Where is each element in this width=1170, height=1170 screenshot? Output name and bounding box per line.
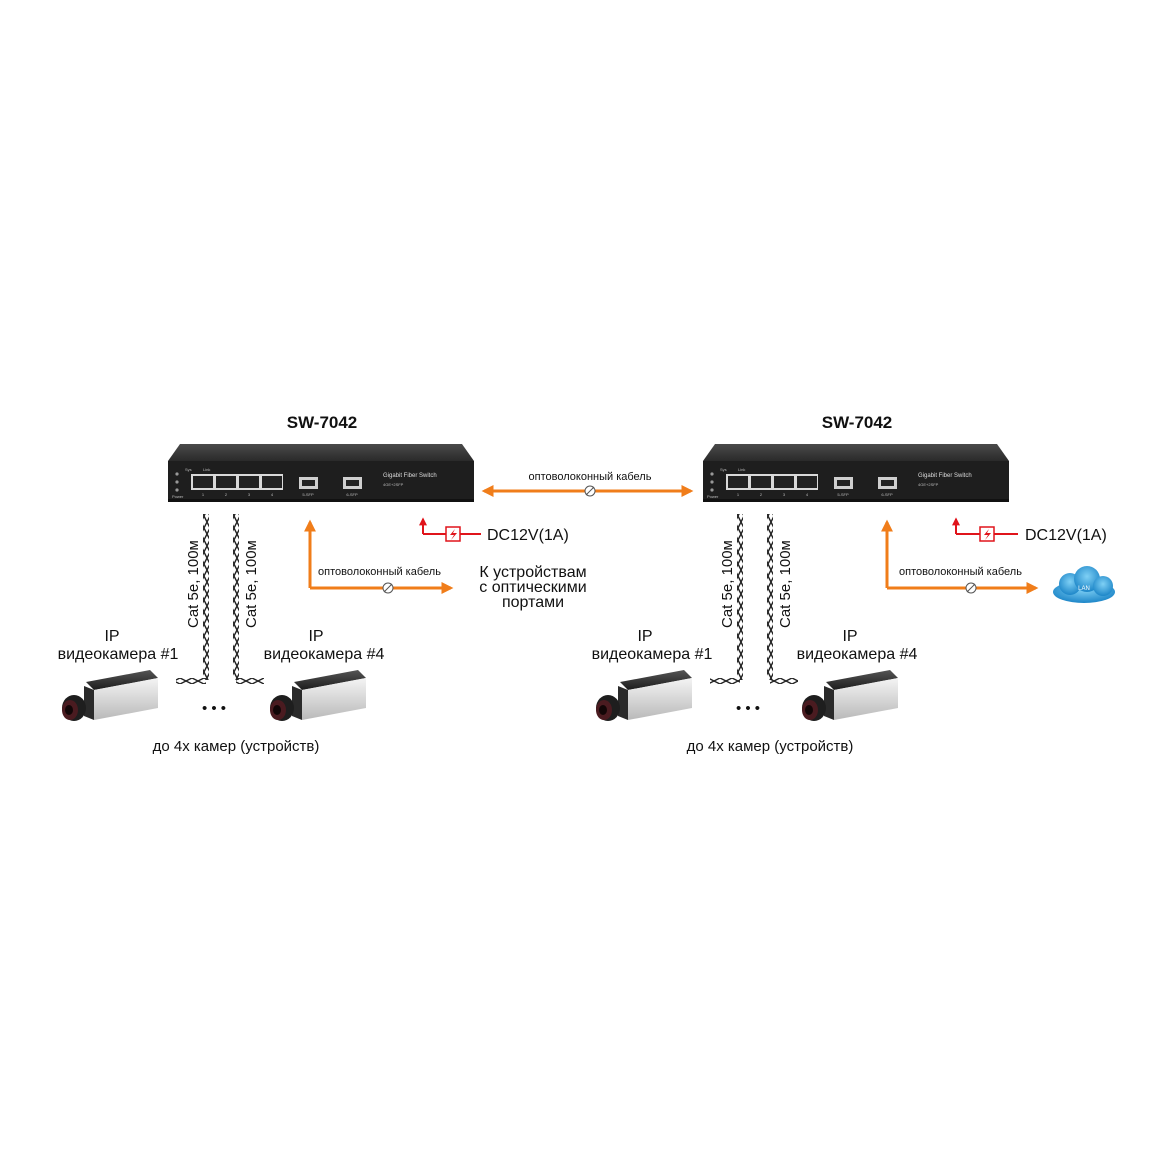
fiber-label: оптоволоконный кабель (318, 566, 441, 578)
camera-label-4: IP (842, 628, 857, 645)
led-link-label: Link (738, 467, 745, 472)
led-sys-label: Sys (185, 467, 192, 472)
switch-right: SW-7042 Sys Link Power 1 2 3 4 5-SFP 6-S… (703, 413, 1009, 502)
twisted-pair-cable (737, 514, 743, 680)
panel-subtitle: 4GE+2SFP (383, 482, 404, 487)
switch-top (168, 444, 474, 461)
fiber-right-to-lan: оптоволоконный кабель LAN (881, 519, 1115, 603)
cable-label: Cat 5e, 100м (243, 540, 260, 628)
power-label: DC12V(1A) (487, 527, 569, 544)
port-number: 1 (737, 492, 740, 497)
rj45-ports: 1 2 3 4 (191, 474, 283, 497)
led-sys-label: Sys (720, 467, 727, 472)
rj45-port (193, 476, 213, 488)
cable-label: Cat 5e, 100м (719, 540, 736, 628)
camera-caption: до 4х камер (устройств) (687, 738, 854, 755)
port-number: 3 (783, 492, 786, 497)
destination-line-1: К устройствам (479, 564, 586, 581)
led-power-label: Power (172, 494, 184, 499)
panel-title: Gigabit Fiber Switch (918, 473, 972, 479)
fiber-link-between-switches: оптоволоконный кабель (481, 471, 694, 497)
port-number: 4 (271, 492, 274, 497)
ip-camera-icon (62, 670, 158, 721)
cable-label: Cat 5e, 100м (777, 540, 794, 628)
destination-line-3: портами (502, 594, 564, 611)
panel-subtitle: 4GE+2SFP (918, 482, 939, 487)
power-right: DC12V(1A) (952, 517, 1107, 544)
ip-camera-icon (596, 670, 692, 721)
fiber-link-label: оптоволоконный кабель (529, 471, 652, 483)
twisted-pair-cable (767, 514, 773, 680)
sfp-label: 6-SFP (346, 492, 358, 497)
power-label: DC12V(1A) (1025, 527, 1107, 544)
camera-label-1: видеокамера #1 (592, 646, 713, 663)
rj45-port (262, 476, 282, 488)
rj45-port (216, 476, 236, 488)
sfp-label: 6-SFP (881, 492, 893, 497)
rj45-port (728, 476, 748, 488)
twisted-pair-cable (233, 514, 239, 680)
cable-label: Cat 5e, 100м (185, 540, 202, 628)
switch-top (703, 444, 1009, 461)
switch-model-label: SW-7042 (822, 413, 893, 432)
lan-label: LAN (1078, 586, 1090, 592)
rj45-port (774, 476, 794, 488)
sfp-label: 5-SFP (837, 492, 849, 497)
lightning-icon (450, 529, 457, 540)
fiber-label: оптоволоконный кабель (899, 566, 1022, 578)
cables-right: Cat 5e, 100м Cat 5e, 100м (710, 514, 798, 684)
lightning-icon (984, 529, 991, 540)
sfp-label: 5-SFP (302, 492, 314, 497)
rj45-port (751, 476, 771, 488)
rj45-ports: 1 2 3 4 (726, 474, 818, 497)
led-link-label: Link (203, 467, 210, 472)
twisted-pair-cable (203, 514, 209, 680)
camera-caption: до 4х камер (устройств) (153, 738, 320, 755)
led-power-label: Power (707, 494, 719, 499)
ellipsis: • • • (736, 700, 760, 717)
switch-model-label: SW-7042 (287, 413, 358, 432)
camera-label-4: IP (308, 628, 323, 645)
fiber-left-to-devices: оптоволоконный кабель К устройствам с оп… (304, 519, 587, 611)
rj45-port (797, 476, 817, 488)
port-number: 3 (248, 492, 251, 497)
port-number: 2 (760, 492, 763, 497)
ellipsis: • • • (202, 700, 226, 717)
power-left: DC12V(1A) (419, 517, 569, 544)
ip-camera-icon (270, 670, 366, 721)
destination-line-2: с оптическими (479, 579, 586, 596)
led-sys (710, 472, 714, 476)
lan-cloud-icon: LAN (1053, 566, 1115, 603)
panel-title: Gigabit Fiber Switch (383, 473, 437, 479)
ip-camera-icon (802, 670, 898, 721)
cables-left: Cat 5e, 100м Cat 5e, 100м (176, 514, 264, 684)
port-number: 2 (225, 492, 228, 497)
camera-label-1: видеокамера #1 (58, 646, 179, 663)
port-number: 4 (806, 492, 809, 497)
camera-label-4: видеокамера #4 (797, 646, 918, 663)
camera-label-1: IP (637, 628, 652, 645)
led-sys (175, 472, 179, 476)
camera-label-4: видеокамера #4 (264, 646, 385, 663)
port-number: 1 (202, 492, 205, 497)
camera-label-1: IP (104, 628, 119, 645)
rj45-port (239, 476, 259, 488)
switch-left: SW-7042 Sys Link Power 1 2 3 4 5-SFP 6-S… (168, 413, 474, 502)
